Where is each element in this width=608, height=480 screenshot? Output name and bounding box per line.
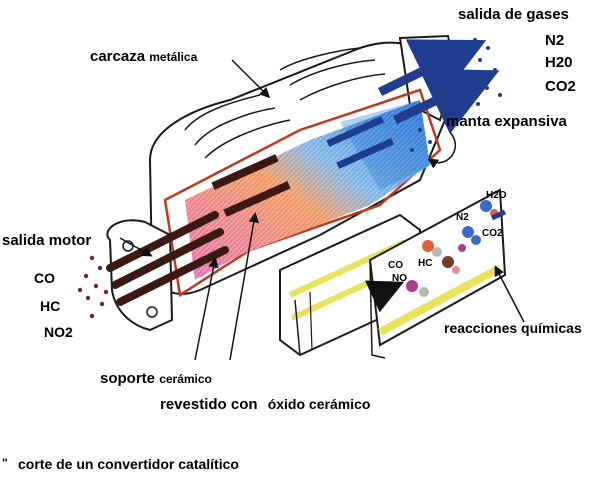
inset-n2: N2 — [456, 212, 469, 223]
outlet-gas-n2: N2 — [545, 32, 565, 49]
inlet-pipes — [106, 211, 229, 306]
inset-co2: CO2 — [482, 228, 503, 239]
outlet-gas-h2o: H20 — [545, 54, 573, 71]
leader-lines — [119, 59, 525, 361]
reacciones-quimicas-label: reacciones químicas — [444, 320, 582, 336]
inlet-gas-hc: HC — [40, 298, 61, 314]
outlet-flow-arrows — [378, 39, 500, 134]
ceramic-substrate — [185, 100, 430, 280]
outlet-gas-co2: CO2 — [545, 78, 576, 95]
revestido-word: revestido con — [160, 396, 258, 413]
salida-motor-label: salida motor — [2, 232, 92, 249]
inlet-gas-co: CO — [34, 270, 55, 286]
inset-co: CO — [388, 260, 403, 271]
ceramico-word: cerámico — [159, 372, 212, 386]
carcaza-label: carcaza metálica — [90, 48, 197, 65]
soporte-label: soporte cerámico — [100, 370, 212, 387]
carcaza-word: carcaza — [90, 48, 146, 65]
inset-no: NO — [392, 273, 407, 284]
soporte-word: soporte — [100, 370, 156, 387]
figure-caption: corte de un convertidor catalítico — [18, 456, 239, 472]
inset-hc: HC — [418, 258, 433, 269]
inlet-gas-no2: NO2 — [44, 324, 73, 340]
inlet-gas-particles — [77, 255, 109, 319]
revestido-label: revestido con óxido cerámico — [160, 396, 370, 413]
caption-mark: " — [2, 456, 8, 470]
metalica-word: metálica — [149, 50, 198, 64]
manta-expansiva-label: manta expansiva — [446, 113, 567, 130]
salida-de-gases-label: salida de gases — [458, 6, 569, 23]
oxido-ceramico-word: óxido cerámico — [267, 396, 371, 412]
outlet-gas-particles — [410, 38, 502, 152]
core-channels — [211, 116, 395, 217]
inset-h2o: H2O — [486, 190, 507, 201]
reaction-inset — [364, 188, 507, 359]
